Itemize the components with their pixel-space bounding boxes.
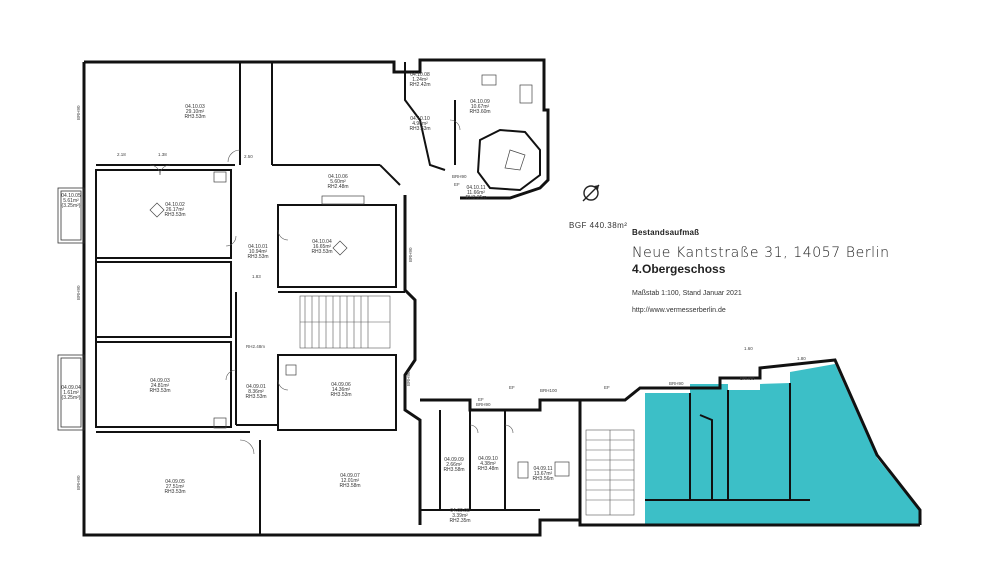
ef-label: EF: [478, 397, 484, 402]
stair-main: [299, 295, 391, 349]
stair-rear: [585, 429, 635, 516]
brh-label: BRH90: [476, 402, 491, 407]
highlighted-unit: [645, 364, 919, 525]
brh-label: BRH90: [408, 247, 413, 262]
brh-label: BRH90: [406, 371, 411, 386]
balconies: [57, 187, 85, 431]
floor-name: 4.Obergeschoss: [632, 262, 726, 276]
website-link[interactable]: http://www.vermesserberlin.de: [632, 307, 726, 314]
brh-label: BRH90: [452, 174, 467, 179]
ef-label: EF: [509, 385, 515, 390]
dimension-label: 2.18: [117, 152, 126, 157]
brh-label: BRH90: [76, 105, 81, 120]
brh-label: BRH90: [669, 381, 684, 386]
brh-label: BRH100: [540, 388, 558, 393]
bgf-area: BGF 440.38m²: [569, 221, 628, 230]
annotations: BRH90 BRH90 BRH90 BRH90 BRH90 BRH90 BRH9…: [76, 105, 806, 490]
outer-walls: [82, 58, 922, 537]
address: Neue Kantstraße 31, 14057 Berlin: [632, 245, 890, 261]
dimension-label: 1.83: [252, 274, 261, 279]
title-block: Bestandsaufmaß Neue Kantstraße 31, 14057…: [632, 228, 890, 314]
ef-label: EF: [604, 385, 610, 390]
dimension-label: 1.38: [158, 152, 167, 157]
scale-info: Maßstab 1:100, Stand Januar 2021: [632, 290, 742, 297]
dimension-label: 2.50: [244, 154, 253, 159]
brh-label: BRH90: [740, 376, 755, 381]
ef-label: EF: [454, 182, 460, 187]
survey-label: Bestandsaufmaß: [632, 228, 700, 237]
north-arrow-icon: [582, 184, 600, 202]
door-swings: [149, 119, 514, 455]
interior-walls: [95, 62, 810, 535]
brh-label: BRH90: [76, 475, 81, 490]
dimension-label: 1.80: [797, 356, 806, 361]
fixtures: [149, 74, 570, 479]
brh-label: BRH90: [76, 285, 81, 300]
dimension-label: 1.60: [744, 346, 753, 351]
rh-stair-label: RH2.48m: [246, 344, 265, 349]
